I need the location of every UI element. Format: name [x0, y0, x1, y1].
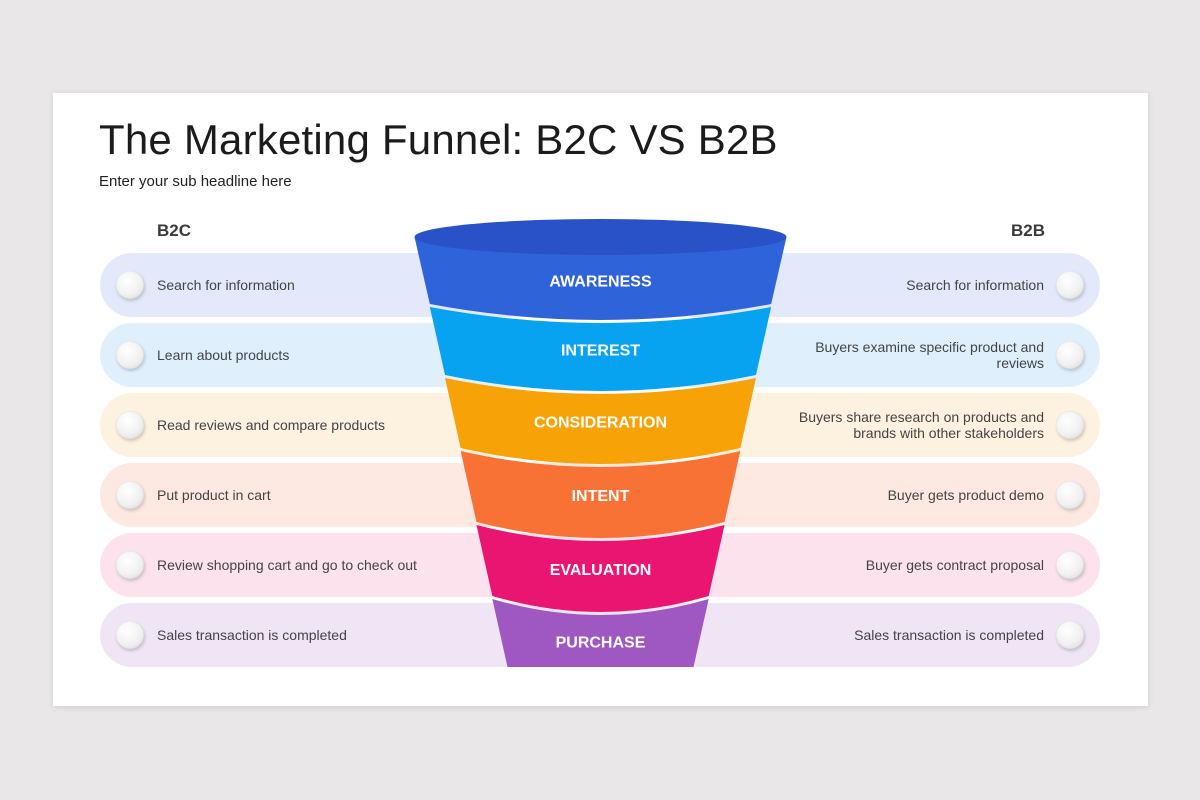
- funnel-stage-interest: [429, 307, 772, 391]
- b2c-step-text: Search for information: [157, 277, 295, 293]
- b2c-step-text: Sales transaction is completed: [157, 627, 347, 643]
- b2c-bullet: [116, 341, 144, 369]
- b2c-bullet: [116, 481, 144, 509]
- funnel-stage-purchase: [492, 599, 709, 667]
- b2b-column-header: B2B: [1011, 221, 1046, 240]
- b2b-bullet: [1056, 481, 1084, 509]
- funnel-stage-label: EVALUATION: [550, 562, 652, 579]
- b2b-step-text: Buyers share research on products and br…: [798, 409, 1044, 441]
- slide-subtitle: Enter your sub headline here: [99, 173, 292, 190]
- slide-title: The Marketing Funnel: B2C VS B2B: [99, 116, 778, 163]
- funnel-top-rim: [414, 219, 787, 255]
- funnel-stage-label: CONSIDERATION: [534, 415, 667, 432]
- b2c-bullet: [116, 551, 144, 579]
- funnel-stage-evaluation: [476, 525, 725, 612]
- b2c-bullet: [116, 411, 144, 439]
- funnel-stage-label: PURCHASE: [556, 635, 646, 652]
- funnel-stage-awareness: [414, 237, 787, 320]
- b2b-bullet: [1056, 271, 1084, 299]
- b2b-step-text: Buyers examine specific product and revi…: [815, 339, 1044, 371]
- funnel-stage-label: AWARENESS: [549, 274, 652, 291]
- b2b-bullet: [1056, 551, 1084, 579]
- b2b-step-text: Buyer gets product demo: [887, 487, 1044, 503]
- b2b-bullet: [1056, 621, 1084, 649]
- b2c-step-text: Read reviews and compare products: [157, 417, 386, 433]
- funnel-stage-consideration: [445, 378, 756, 464]
- b2c-bullet: [116, 621, 144, 649]
- b2b-bullet: [1056, 411, 1084, 439]
- funnel-stage-label: INTENT: [572, 488, 630, 505]
- b2c-step-text: Review shopping cart and go to check out: [157, 557, 417, 573]
- b2c-bullet: [116, 271, 144, 299]
- funnel-diagram: AWARENESS INTEREST CONSIDERATION INTENT EVAL…: [414, 219, 787, 667]
- funnel-stage-intent: [460, 451, 741, 538]
- b2c-column-header: B2C: [157, 221, 192, 240]
- b2b-step-text: Buyer gets contract proposal: [865, 557, 1044, 573]
- b2b-step-text: Sales transaction is completed: [854, 627, 1044, 643]
- funnel-stage-label: INTEREST: [561, 343, 640, 360]
- b2c-step-text: Learn about products: [157, 347, 290, 363]
- b2b-step-text: Search for information: [906, 277, 1044, 293]
- b2c-step-text: Put product in cart: [157, 487, 271, 503]
- b2b-bullet: [1056, 341, 1084, 369]
- slide: The Marketing Funnel: B2C VS B2B Enter y…: [53, 93, 1148, 706]
